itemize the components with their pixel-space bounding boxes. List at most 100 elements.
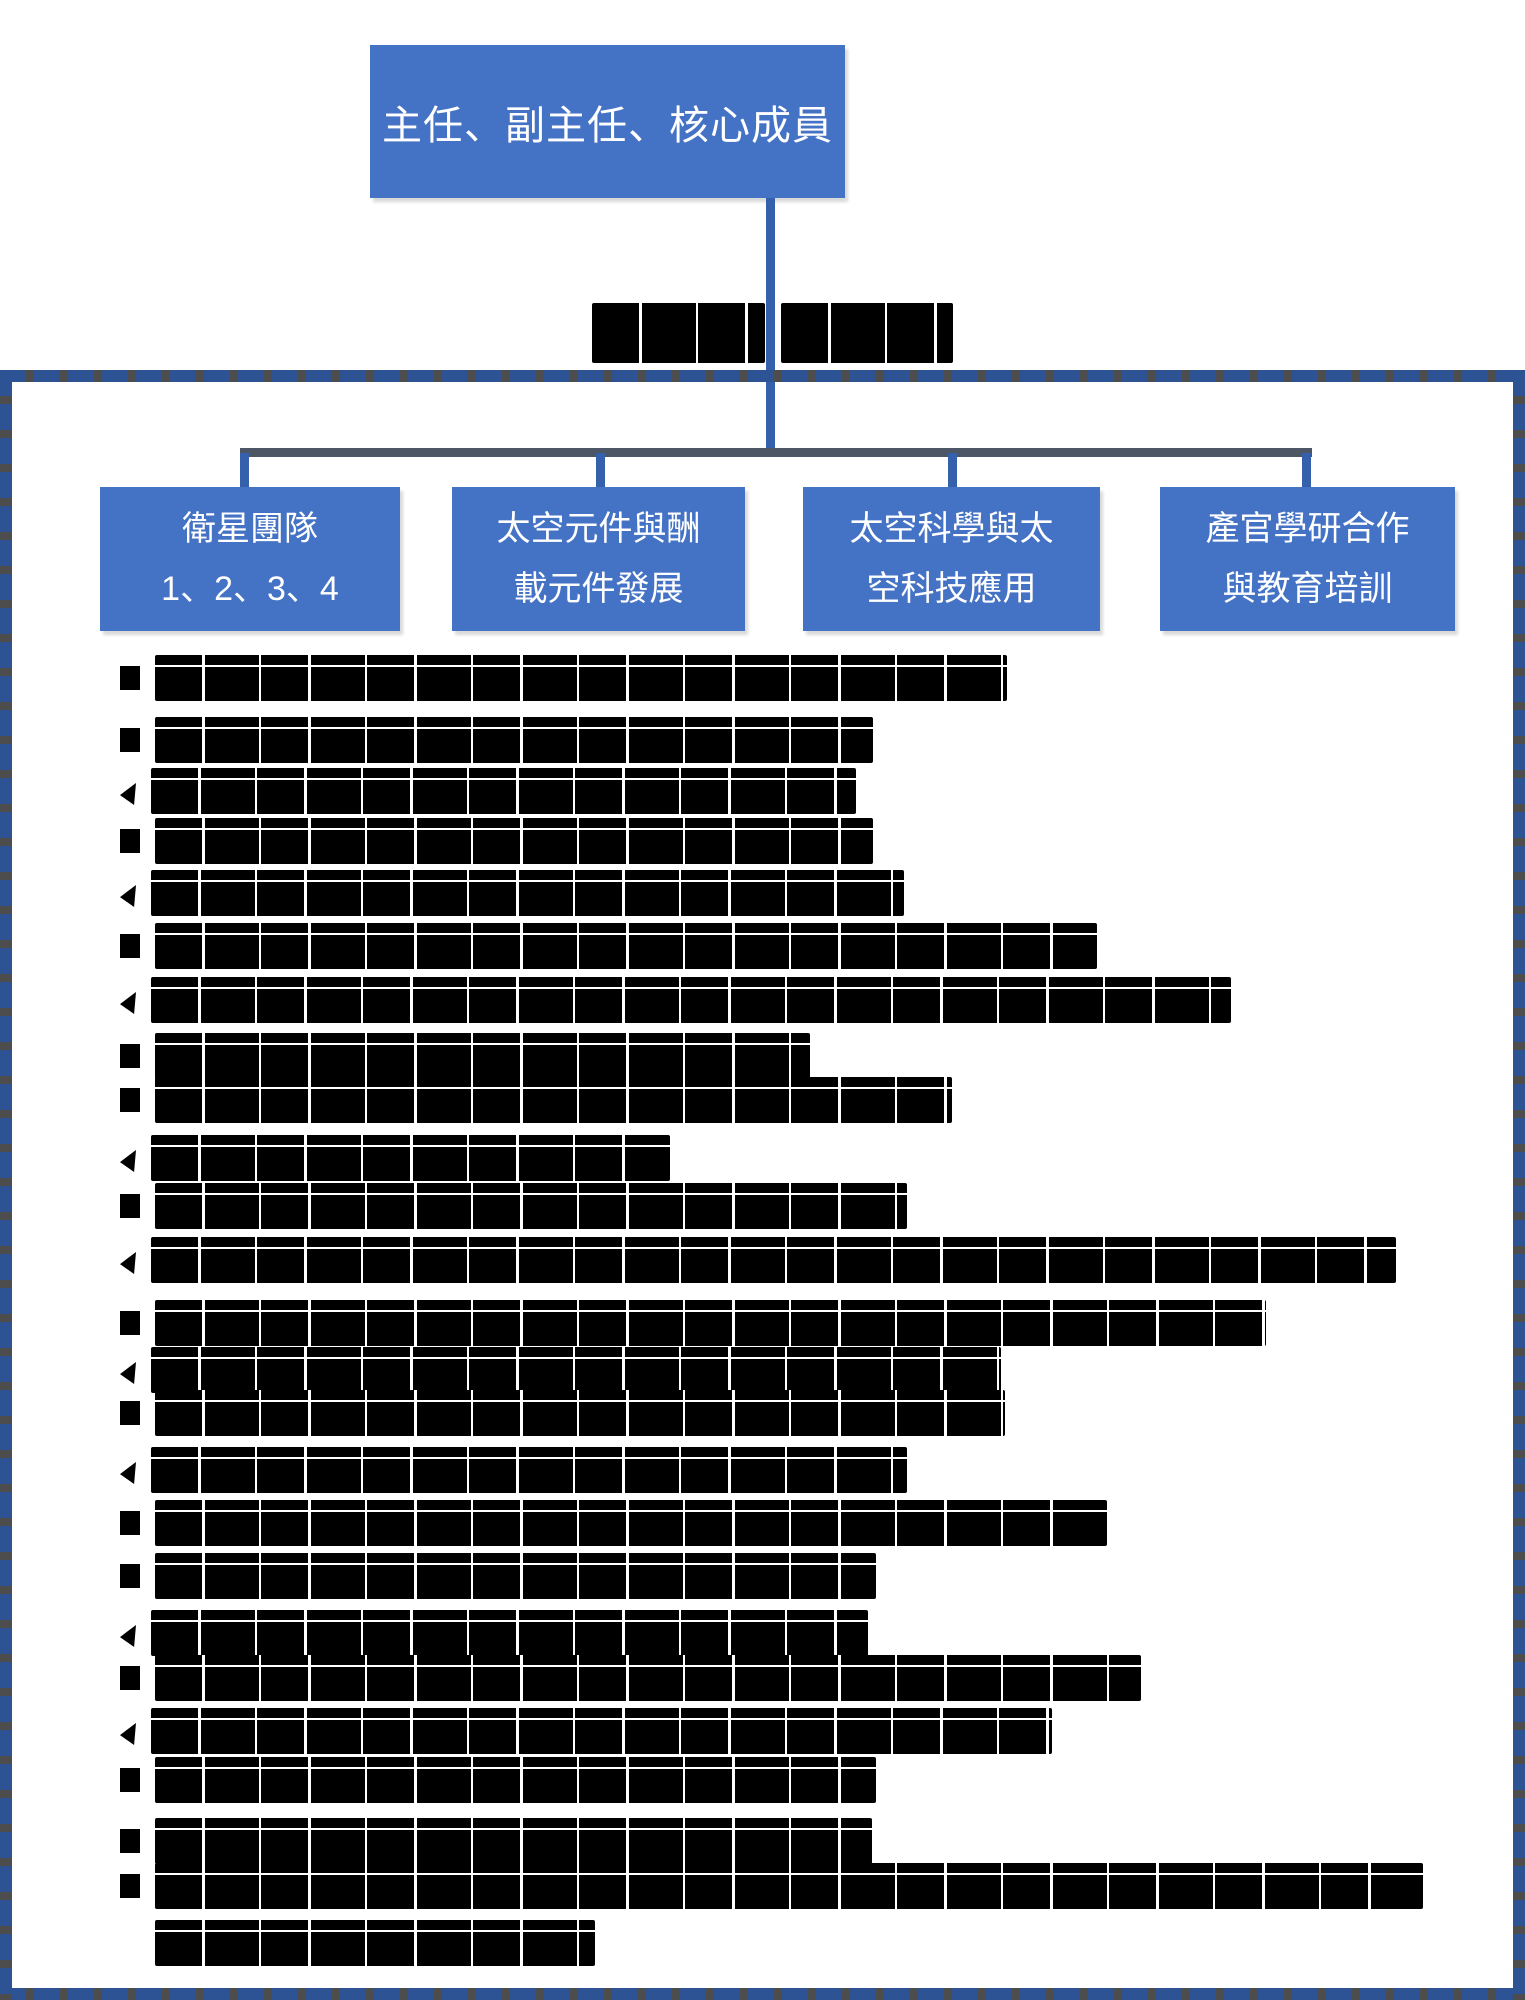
dashed-frame-right (1513, 370, 1525, 2000)
redacted-text-bar (155, 1390, 1005, 1436)
org-box-director: 主任、副主任、核心成員 (370, 45, 845, 198)
redacted-list-item (120, 655, 1007, 701)
redacted-list-item (120, 1818, 872, 1864)
redacted-list-item (120, 818, 873, 864)
bullet-square-icon (120, 1511, 140, 1535)
connector-horizontal (240, 448, 1312, 457)
redacted-list-item (120, 870, 904, 916)
bullet-square-icon (120, 1401, 140, 1425)
section-title-redacted-segment (592, 303, 765, 363)
redacted-list-item (120, 1920, 595, 1966)
redacted-text-bar (155, 717, 873, 763)
redacted-text-bar (155, 1033, 810, 1079)
redacted-text-bar (155, 1183, 907, 1229)
redacted-list-item (120, 1757, 876, 1803)
org-box-satellite-teams: 衛星團隊 1、2、3、4 (100, 487, 400, 631)
redacted-text-bar (155, 655, 1007, 701)
redacted-text-bar (155, 818, 873, 864)
redacted-text-bar (155, 1818, 872, 1864)
redacted-text-bar (151, 768, 856, 814)
redacted-text-bar (155, 1553, 876, 1599)
org-box-space-components: 太空元件與酬 載元件發展 (452, 487, 745, 631)
redacted-list-item (120, 1610, 868, 1656)
redacted-text-bar (155, 1920, 595, 1966)
bullet-square-icon (120, 1311, 140, 1335)
sub-bullet-icon (120, 1150, 136, 1172)
redacted-text-bar (155, 923, 1097, 969)
bullet-square-icon (120, 934, 140, 958)
section-title-redacted-segment (781, 303, 953, 363)
bullet-square-icon (120, 1194, 140, 1218)
sub-bullet-icon (120, 783, 136, 805)
org-box-label: 1、2、3、4 (161, 570, 339, 608)
sub-bullet-icon (120, 1723, 136, 1745)
bullet-square-icon (120, 829, 140, 853)
org-box-label: 空科技應用 (866, 570, 1037, 608)
org-box-label: 太空元件與酬 (496, 510, 701, 548)
redacted-list-item (120, 1077, 952, 1123)
redacted-list-item (120, 1863, 1423, 1909)
org-box-label: 產官學研合作 (1205, 510, 1410, 548)
bullet-square-icon (120, 666, 140, 690)
bullet-square-icon (120, 728, 140, 752)
dashed-frame-left (0, 370, 12, 2000)
redacted-list-item (120, 768, 856, 814)
redacted-text-bar (155, 1077, 952, 1123)
redacted-list-item (120, 717, 873, 763)
redacted-list-item (120, 1447, 907, 1493)
bullet-square-icon (120, 1088, 140, 1112)
org-box-label: 衛星團隊 (182, 510, 318, 548)
sub-bullet-icon (120, 1625, 136, 1647)
redacted-list-item (120, 1183, 907, 1229)
bullet-square-icon (120, 1666, 140, 1690)
sub-bullet-icon (120, 1362, 136, 1384)
redacted-list-item (120, 1135, 670, 1181)
redacted-text-bar (151, 1347, 1001, 1393)
bullet-square-icon (120, 1829, 140, 1853)
bullet-square-icon (120, 1044, 140, 1068)
dashed-frame-top (0, 370, 1525, 382)
redacted-list-item (120, 923, 1097, 969)
redacted-list-item (120, 1300, 1266, 1346)
bullet-square-icon (120, 1768, 140, 1792)
org-box-cooperation-training: 產官學研合作 與教育培訓 (1160, 487, 1455, 631)
connector-root-vertical (766, 198, 775, 450)
redacted-list-item (120, 1033, 810, 1079)
redacted-text-bar (155, 1863, 1423, 1909)
redacted-text-bar (155, 1655, 1141, 1701)
connector-stub-2 (596, 453, 605, 488)
redacted-list-item (120, 1390, 1005, 1436)
redacted-list-item (120, 1500, 1107, 1546)
redacted-text-bar (151, 1447, 907, 1493)
dashed-frame-bottom (0, 1988, 1525, 2000)
redacted-text-bar (151, 1237, 1396, 1283)
sub-bullet-icon (120, 1462, 136, 1484)
sub-bullet-icon (120, 885, 136, 907)
org-box-label: 與教育培訓 (1222, 570, 1393, 608)
redacted-text-bar (151, 1610, 868, 1656)
bullet-square-icon (120, 1564, 140, 1588)
org-box-label: 載元件發展 (513, 570, 684, 608)
sub-bullet-icon (120, 1252, 136, 1274)
bullet-square-icon (120, 1874, 140, 1898)
redacted-list-item (120, 1347, 1001, 1393)
redacted-text-bar (155, 1300, 1266, 1346)
redacted-list-item (120, 1553, 876, 1599)
connector-stub-4 (1302, 453, 1311, 488)
redacted-text-bar (151, 1135, 670, 1181)
redacted-text-bar (155, 1757, 876, 1803)
redacted-list-item (120, 1237, 1396, 1283)
org-box-director-label: 主任、副主任、核心成員 (382, 103, 833, 148)
redacted-list-item (120, 977, 1231, 1023)
sub-bullet-icon (120, 992, 136, 1014)
redacted-list-item (120, 1708, 1052, 1754)
redacted-text-bar (155, 1500, 1107, 1546)
redacted-text-bar (151, 1708, 1052, 1754)
redacted-list-item (120, 1655, 1141, 1701)
org-box-space-science: 太空科學與太 空科技應用 (803, 487, 1100, 631)
org-box-label: 太空科學與太 (849, 510, 1054, 548)
redacted-text-bar (151, 870, 904, 916)
connector-stub-1 (240, 453, 249, 488)
connector-stub-3 (948, 453, 957, 488)
